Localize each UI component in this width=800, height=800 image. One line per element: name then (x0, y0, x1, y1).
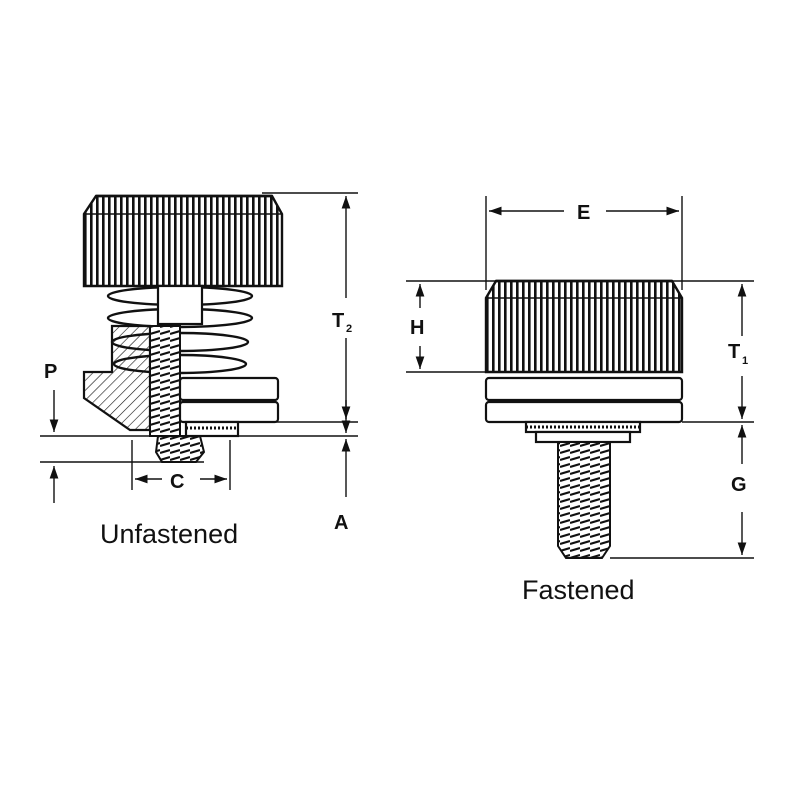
dim-h-label: H (410, 317, 424, 339)
dim-p-label: P (44, 361, 57, 383)
dim-a-label: A (334, 512, 348, 534)
dim-t1: T 1 (672, 280, 754, 423)
dim-c: C (131, 440, 231, 493)
unfastened-view: T 2 P C A Unfastened (40, 192, 358, 549)
unfastened-knurled-cap (82, 194, 284, 288)
dim-t2-subscript: 2 (346, 323, 352, 335)
unfastened-caption: Unfastened (100, 519, 238, 549)
dim-g: G (610, 425, 754, 559)
fastened-knurled-cap (484, 279, 684, 374)
fastened-washer (484, 376, 684, 444)
dim-g-label: G (731, 474, 747, 496)
fastened-caption: Fastened (522, 575, 635, 605)
unfastened-washer (178, 376, 280, 438)
fastened-threaded-screw (557, 441, 611, 559)
dim-t1-subscript: 1 (742, 355, 748, 367)
dim-h: H (406, 280, 496, 373)
fastened-view: E H T 1 G Fastened (406, 196, 754, 605)
dim-p: P (40, 361, 358, 503)
dim-t2-label: T (332, 310, 344, 332)
unfastened-cap-neck (156, 284, 204, 326)
dim-a: A (334, 400, 351, 534)
dim-t1-label: T (728, 341, 740, 363)
dim-c-label: C (170, 471, 184, 493)
dim-e-label: E (577, 202, 590, 224)
unfastened-panel-section (82, 324, 152, 432)
dim-e: E (485, 196, 683, 290)
